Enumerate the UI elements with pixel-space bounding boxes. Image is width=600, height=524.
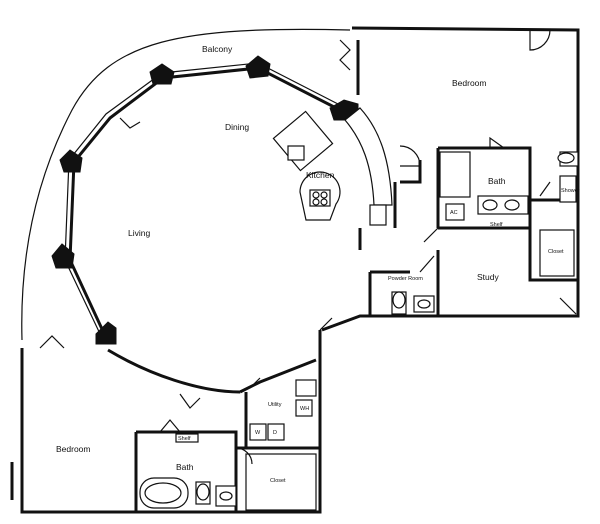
label-study: Study [477,272,499,282]
balcony-railing [21,28,351,341]
label-bedroom-second: Bedroom [56,444,91,454]
door-swings [39,29,577,465]
label-ac: AC [450,210,458,216]
label-dining: Dining [225,122,249,132]
label-bedroom-main: Bedroom [452,78,487,88]
label-shelf-main: Shelf [490,222,503,228]
label-balcony: Balcony [202,44,233,54]
label-utility: Utility [268,402,282,408]
label-washer: W [255,430,261,436]
label-dryer: D [273,430,277,436]
label-powder-room: Powder Room [388,276,423,282]
second-suite-walls [107,348,320,512]
label-bath-main: Bath [488,176,506,186]
main-suite-walls [358,146,579,316]
label-living: Living [128,228,150,238]
label-shelf-second: Shelf [178,436,191,442]
kitchen-area [272,107,393,226]
label-closet-second: Closet [270,478,286,484]
label-bath-second: Bath [176,462,194,472]
label-shower: Shower [561,188,580,194]
powder-room-walls [368,270,440,318]
label-closet-main: Closet [548,249,564,255]
label-kitchen: Kitchen [306,170,335,180]
exterior-walls [10,26,580,514]
label-water-heater: WH [300,406,309,412]
